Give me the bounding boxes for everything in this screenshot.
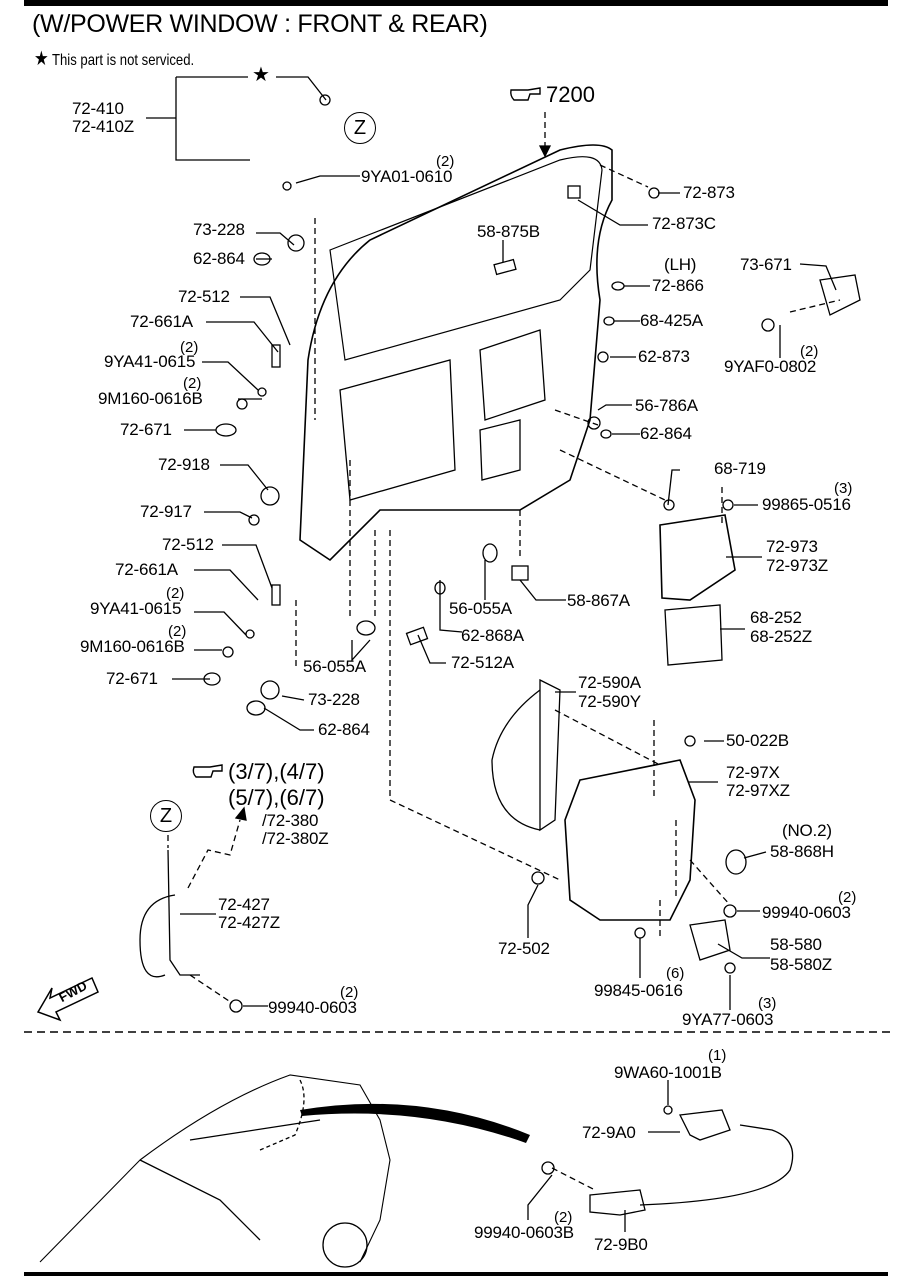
part-qty: (6) [666,965,685,982]
part-label[interactable]: 62-873 [638,347,690,366]
part-label[interactable]: 62-864 [193,249,245,268]
part-label[interactable]: 9YAF0-0802 [724,357,817,376]
top-border-rule [24,0,888,6]
part-label[interactable]: 58-868H [770,842,834,861]
part-label[interactable]: 99940-0603 [762,903,851,922]
part-qty: (2) [436,153,455,170]
part-label[interactable]: 9WA60-1001B [614,1063,722,1082]
part-label[interactable]: 9YA41-0615 [90,599,182,618]
part-label[interactable]: 9M160-0616B [80,637,185,656]
part-label[interactable]: 72-671 [106,669,158,688]
part-label[interactable]: 58-867A [567,591,630,610]
not-serviced-star-icon: ★ [252,64,270,86]
part-label[interactable]: 72-512A [451,653,514,672]
part-label[interactable]: 9YA01-0610 [361,167,453,186]
part-qty: (3) [834,480,853,497]
part-label[interactable]: 73-671 [740,255,792,274]
part-qty: (2) [168,623,187,640]
part-label[interactable]: 99940-0603 [268,998,357,1017]
fwd-arrow-icon [36,976,99,1022]
part-label[interactable]: 58-875B [477,222,540,241]
part-label[interactable]: 58-580Z [770,955,832,974]
star-icon: ★ [34,48,49,70]
part-label[interactable]: 9YA41-0615 [104,352,196,371]
part-label[interactable]: 72-9B0 [594,1235,648,1254]
part-label[interactable]: 72-9A0 [582,1123,636,1142]
part-label[interactable]: 72-502 [498,939,550,958]
part-label[interactable]: 73-228 [193,220,245,239]
part-qty: (2) [166,585,185,602]
part-qty: (2) [180,339,199,356]
part-qty: (2) [800,343,819,360]
part-label[interactable]: 72-97XZ [726,781,790,800]
part-label[interactable]: 72-590Y [578,692,641,711]
part-label[interactable]: 72-671 [120,420,172,439]
part-label[interactable]: 72-410 [72,99,124,118]
ref-sub-line1[interactable]: (3/7),(4/7) [228,759,325,784]
part-label[interactable]: 72-973Z [766,556,828,575]
part-qty: (1) [708,1047,727,1064]
part-label[interactable]: 56-055A [303,657,366,676]
ref-7200[interactable]: 7200 [546,82,595,107]
part-label[interactable]: 62-864 [640,424,692,443]
part-label[interactable]: 72-97X [726,763,780,782]
diagram-title: (W/POWER WINDOW : FRONT & REAR) [32,10,488,38]
part-label[interactable]: 72-512 [162,535,214,554]
leader-lines [24,76,890,1268]
part-label[interactable]: 68-252 [750,608,802,627]
pointing-hand-icon-sub [192,764,223,778]
part-label[interactable]: 72-973 [766,537,818,556]
part-qty: (2) [183,375,202,392]
part-label[interactable]: 72-661A [115,560,178,579]
part-label[interactable]: 72-917 [140,502,192,521]
part-label[interactable]: 73-228 [308,690,360,709]
part-qualifier: (LH) [664,255,697,274]
part-label[interactable]: 72-512 [178,287,230,306]
part-label[interactable]: 99940-0603B [474,1223,574,1242]
part-label[interactable]: 72-590A [578,673,641,692]
part-label[interactable]: 68-252Z [750,627,812,646]
part-qty: (2) [554,1209,573,1226]
ref-sub-part2[interactable]: /72-380Z [262,829,329,848]
part-label[interactable]: 56-055A [449,599,512,618]
part-qty: (3) [758,995,777,1012]
detail-z-callout: Z [344,112,376,144]
part-qty: (2) [838,889,857,906]
part-label[interactable]: 72-873C [652,214,716,233]
bottom-border-rule [24,1272,888,1276]
note-text: This part is not serviced. [51,52,195,69]
part-qty: (2) [340,984,359,1001]
part-label[interactable]: 72-410Z [72,117,134,136]
part-qualifier: (NO.2) [782,821,832,840]
part-label[interactable]: 72-866 [652,276,704,295]
part-label[interactable]: 68-425A [640,311,703,330]
part-label[interactable]: 62-868A [461,626,524,645]
part-label[interactable]: 9YA77-0603 [682,1010,774,1029]
part-label[interactable]: 72-918 [158,455,210,474]
part-label[interactable]: 58-580 [770,935,822,954]
part-label[interactable]: 50-022B [726,731,789,750]
part-label[interactable]: 56-786A [635,396,698,415]
part-label[interactable]: 62-864 [318,720,370,739]
part-label[interactable]: 72-873 [683,183,735,202]
part-label[interactable]: 72-427Z [218,913,280,932]
detail-z-target: Z [150,800,182,832]
part-label[interactable]: 72-427 [218,895,270,914]
part-label[interactable]: 99865-0516 [762,495,851,514]
ref-sub-line2[interactable]: (5/7),(6/7) [228,785,325,810]
part-label[interactable]: 68-719 [714,459,766,478]
part-label[interactable]: 9M160-0616B [98,389,203,408]
hardware-glyphs [203,94,861,1175]
ref-sub-part1[interactable]: /72-380 [262,811,319,830]
part-label[interactable]: 99845-0616 [594,981,683,1000]
not-serviced-note: ★This part is not serviced. [34,46,194,71]
part-label[interactable]: 72-661A [130,312,193,331]
pointing-hand-icon [510,87,541,101]
